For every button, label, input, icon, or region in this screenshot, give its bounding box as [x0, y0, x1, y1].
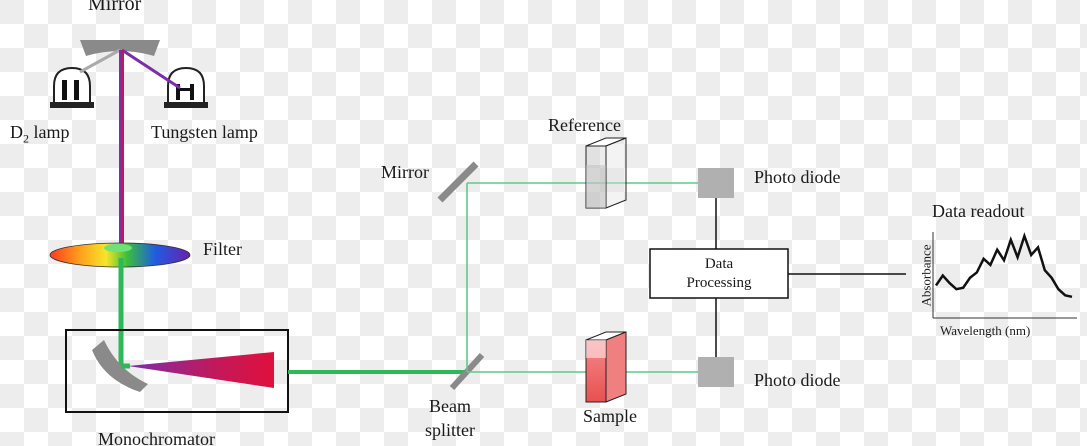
data-label: Data: [704, 256, 734, 272]
sample-label: Sample: [583, 406, 637, 426]
filter-label: Filter: [203, 239, 242, 259]
tungsten-beam: [121, 48, 181, 90]
monochromator-mirror: [92, 340, 148, 392]
dispersion-fan: [128, 352, 274, 388]
data-readout-label: Data readout: [932, 201, 1025, 221]
photo-diode-top-label: Photo diode: [754, 167, 841, 187]
top-mirror: [80, 40, 160, 56]
photo-diode-top: [698, 168, 734, 198]
wavelength-axis-label: Wavelength (nm): [940, 323, 1031, 338]
tungsten-lamp-label: Tungsten lamp: [151, 122, 258, 142]
tungsten-lamp-icon: [164, 66, 208, 108]
d2-lamp-label: D2 lamp: [10, 122, 70, 146]
photo-diode-bottom-label: Photo diode: [754, 370, 841, 390]
photo-diode-bottom: [698, 357, 734, 387]
data-processing-box: [649, 248, 789, 299]
d2-beam: [79, 48, 121, 74]
sample-cuvette: [585, 331, 627, 403]
monochromator-label: Monochromator: [98, 429, 215, 446]
splitter-label: splitter: [425, 420, 475, 440]
absorbance-axis-label: Absorbance: [918, 244, 934, 307]
beam-label: Beam: [429, 396, 471, 416]
reference-label: Reference: [548, 115, 621, 135]
mid-mirror: [437, 161, 479, 203]
mirror-mid-label: Mirror: [381, 162, 429, 182]
processing-label: Processing: [686, 275, 752, 291]
absorbance-spectrum-line: [934, 232, 1073, 299]
reference-cuvette: [585, 137, 627, 209]
d2-lamp-icon: [50, 66, 94, 108]
mirror-top-label: Mirror: [88, 0, 142, 15]
